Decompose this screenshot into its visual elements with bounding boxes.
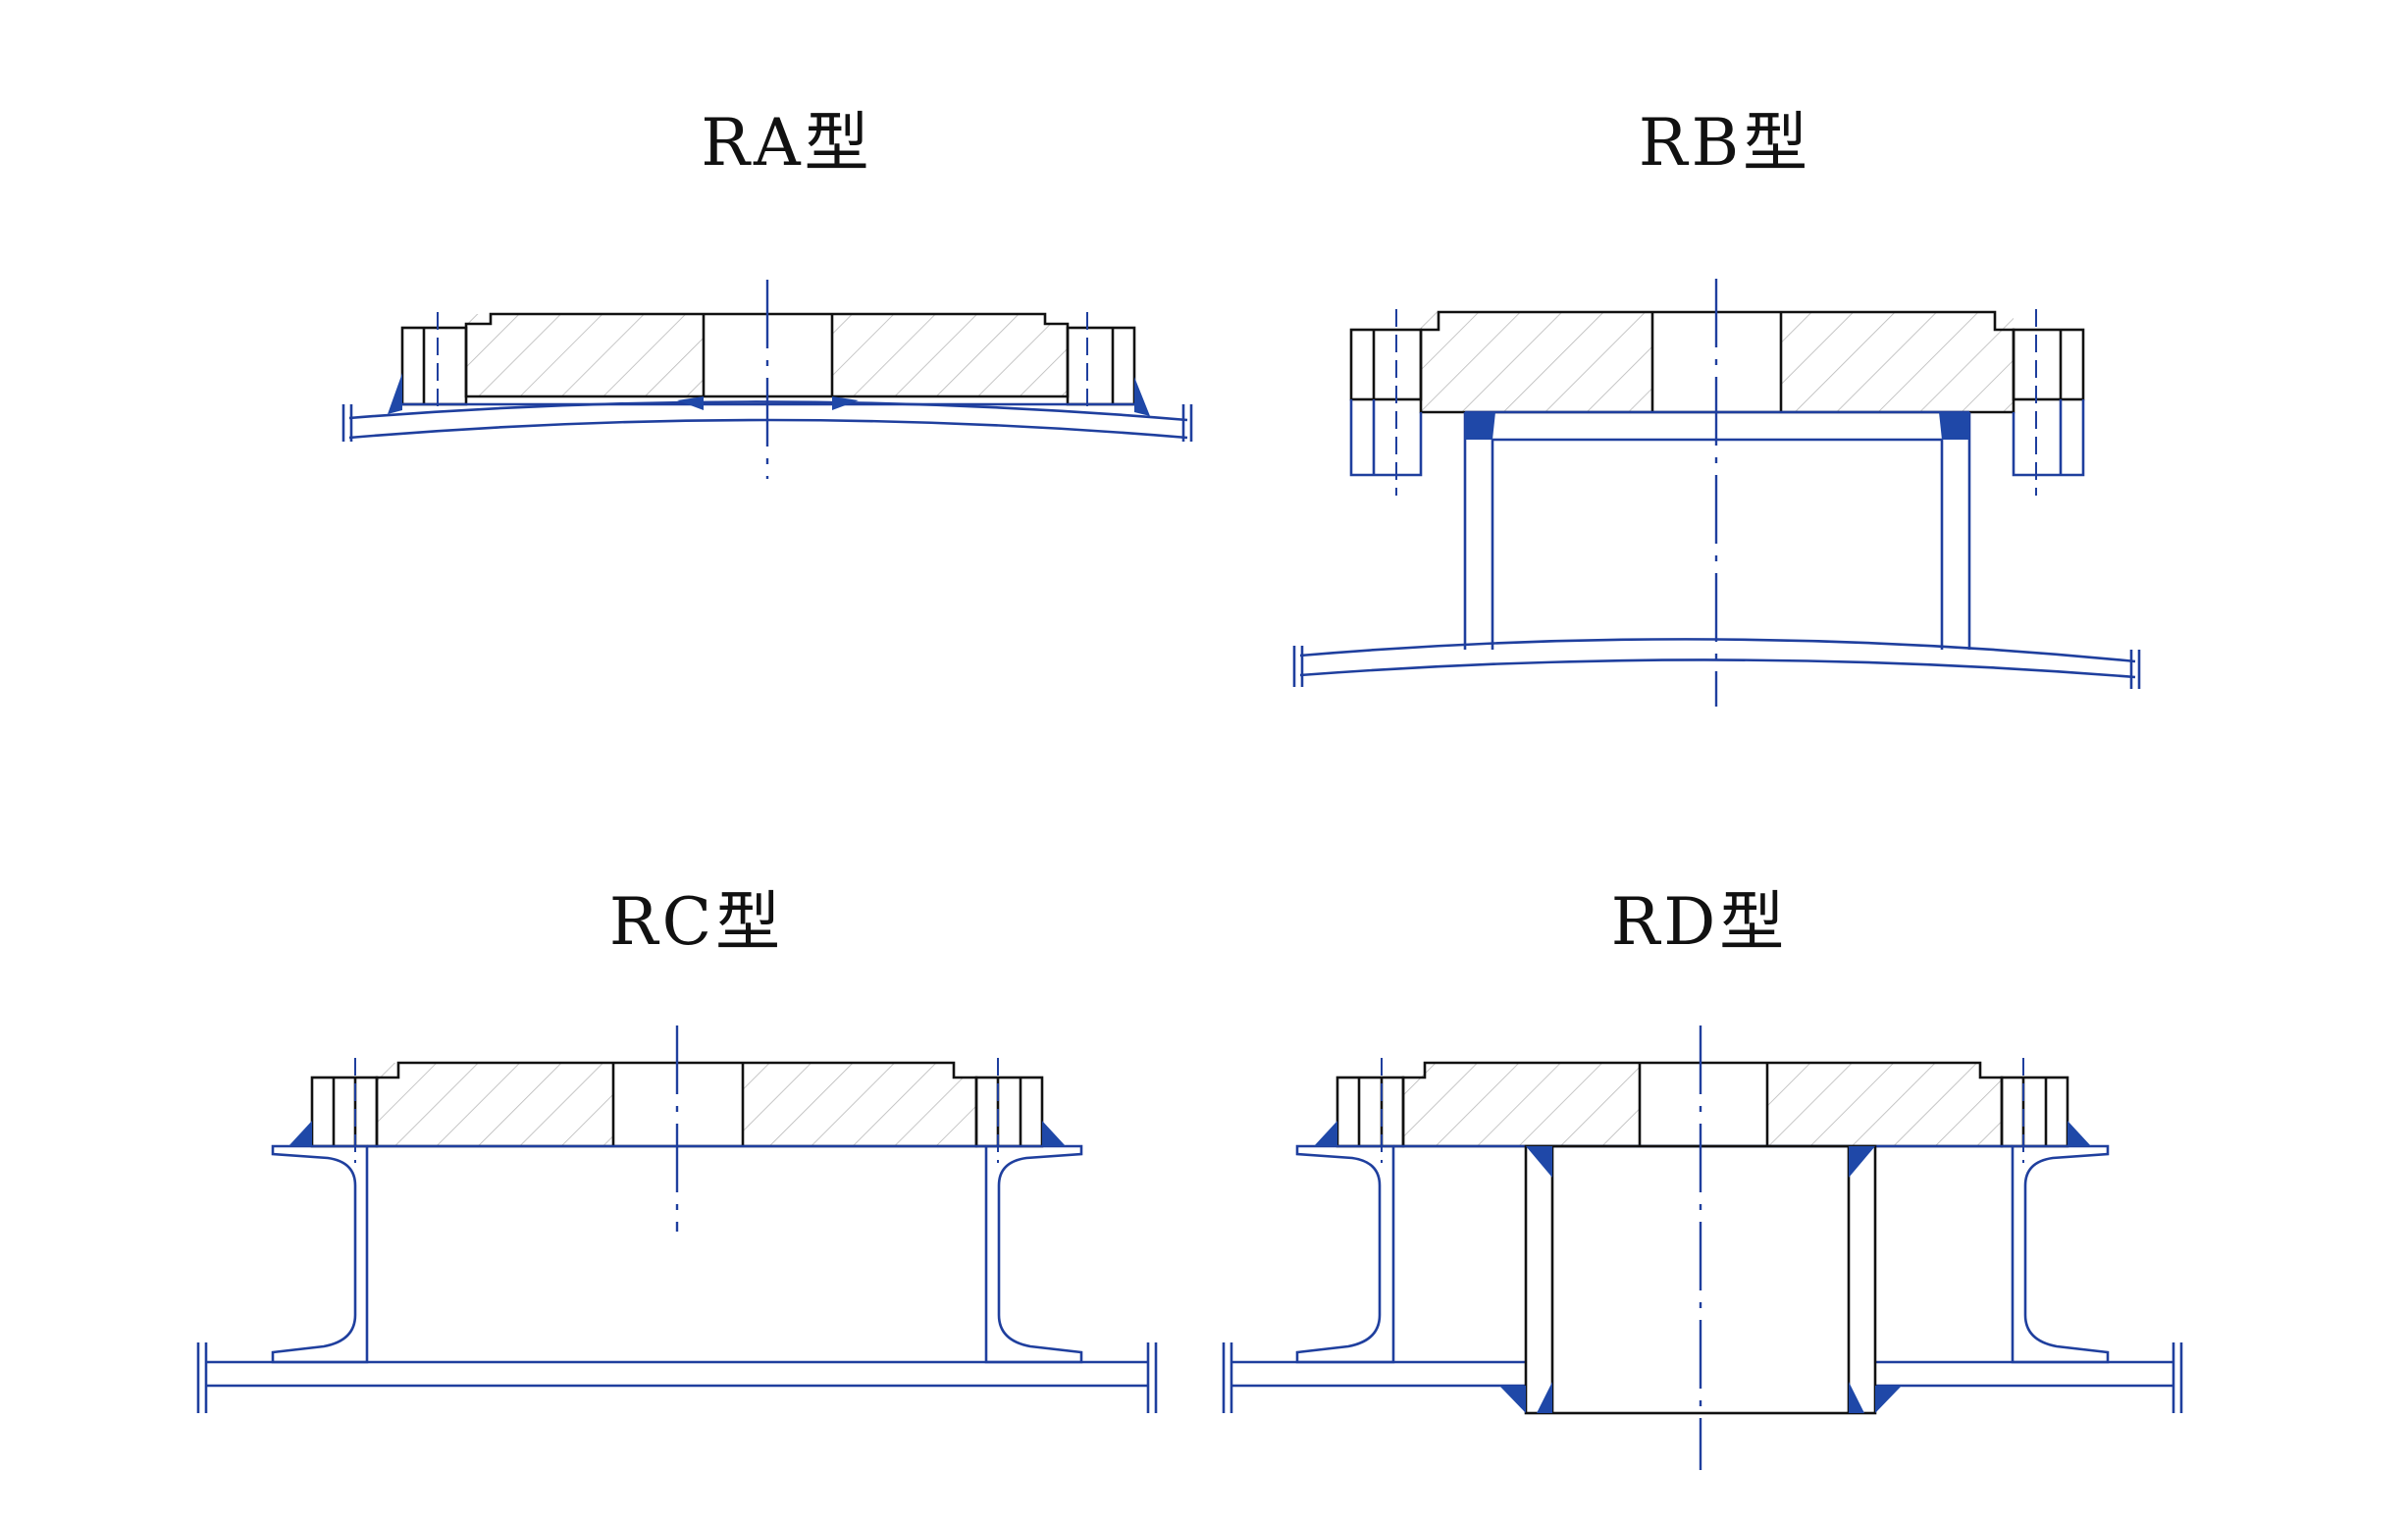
weld-rb xyxy=(1465,412,1969,440)
panel-title-rb: RB型 xyxy=(1639,105,1811,181)
cover-plate-ra xyxy=(464,312,1070,398)
cover-plate-rd xyxy=(1401,1061,2004,1148)
panel-rd: RD型 xyxy=(1222,884,2183,1470)
panel-title-rd: RD型 xyxy=(1611,884,1789,960)
weld-ra xyxy=(388,373,1150,416)
panel-rc: RC型 xyxy=(196,884,1158,1413)
panel-ra: RA型 xyxy=(341,105,1193,479)
weld-rd xyxy=(1314,1121,2091,1413)
channel-section-rd-right xyxy=(2011,1144,2110,1364)
panel-title-ra: RA型 xyxy=(701,105,872,181)
channel-section-rc-right xyxy=(984,1144,1083,1364)
panel-title-rc: RC型 xyxy=(609,884,784,960)
base-plate-rd xyxy=(1222,1342,2183,1413)
base-plate-rc xyxy=(196,1342,1158,1413)
shell-plate-rb xyxy=(1292,638,2141,689)
cover-plate-rc xyxy=(375,1061,978,1148)
channel-section-rc-left xyxy=(271,1144,369,1364)
channel-section-rd-left xyxy=(1295,1144,1395,1364)
panel-rb: RB型 xyxy=(1292,105,2141,707)
flange-ring-rb xyxy=(1349,328,2085,477)
cover-plate-rb xyxy=(1419,310,2015,414)
weld-rc xyxy=(288,1121,1066,1146)
